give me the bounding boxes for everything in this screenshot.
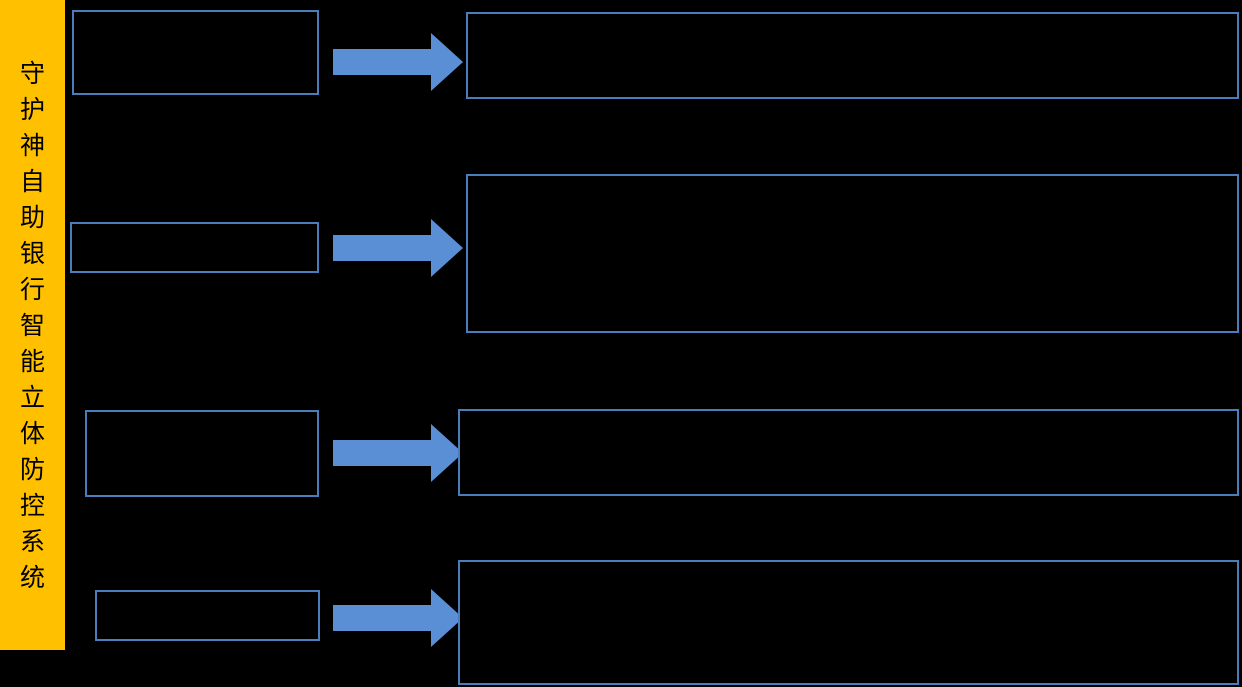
right-arrow-icon [333,219,463,277]
sidebar-title-char: 助 [19,202,45,232]
sidebar-title-char: 立 [19,382,45,412]
sidebar-banner: 守护神自助银行智能立体防控系统 [0,0,65,650]
sidebar-title-char: 神 [19,130,45,160]
right-arrow-icon [333,33,463,91]
sidebar-title-char: 能 [19,346,45,376]
right-box-3 [458,409,1239,496]
right-box-2 [466,174,1239,333]
sidebar-title-char: 体 [19,418,45,448]
right-arrow-icon [333,589,463,647]
sidebar-title-char: 银 [19,238,45,268]
sidebar-title-char: 防 [19,454,45,484]
left-box-2 [70,222,319,273]
sidebar-title-char: 统 [19,562,45,592]
right-box-1 [466,12,1239,99]
left-box-3 [85,410,319,497]
left-box-1 [72,10,319,95]
sidebar-title-char: 控 [19,490,45,520]
sidebar-title-char: 智 [19,310,45,340]
sidebar-title-char: 自 [19,166,45,196]
sidebar-title-char: 系 [19,526,45,556]
sidebar-title-char: 护 [19,94,45,124]
sidebar-title-char: 行 [19,274,45,304]
right-box-4 [458,560,1239,685]
right-arrow-icon [333,424,463,482]
left-box-4 [95,590,320,641]
sidebar-title-char: 守 [19,58,45,88]
sidebar-title: 守护神自助银行智能立体防控系统 [20,61,45,590]
